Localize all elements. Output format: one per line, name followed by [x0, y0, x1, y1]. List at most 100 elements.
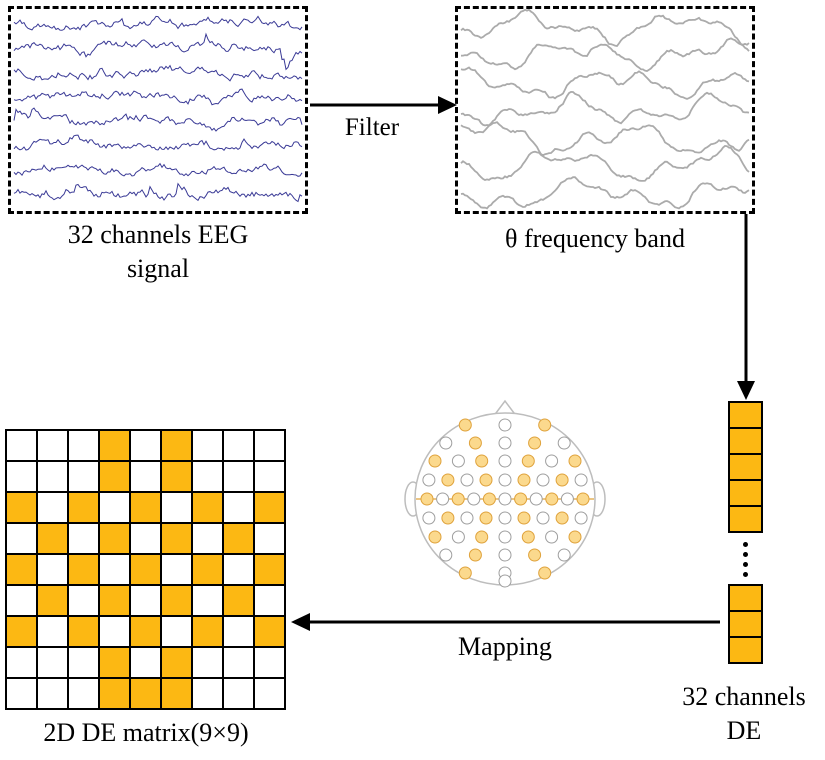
electrode — [422, 473, 436, 487]
theta-channel-trace — [460, 66, 750, 100]
matrix-cell-empty — [223, 461, 254, 492]
eeg-box-label-line2: signal — [126, 253, 190, 283]
matrix-cell-empty — [130, 585, 161, 616]
electrode — [439, 548, 453, 562]
matrix-cell-empty — [254, 461, 285, 492]
eeg-channel-trace — [13, 182, 303, 203]
electrode — [498, 454, 512, 468]
electrode — [498, 574, 512, 588]
matrix-cell-empty — [192, 585, 223, 616]
matrix-cell-empty — [223, 616, 254, 647]
electrode — [441, 473, 455, 487]
electrode — [517, 511, 531, 525]
matrix-cell-filled — [68, 554, 99, 585]
theta-channel-trace — [460, 90, 750, 127]
matrix-cell-filled — [130, 678, 161, 709]
electrode — [576, 492, 590, 506]
matrix-cell-empty — [254, 647, 285, 678]
matrix-cell-filled — [130, 492, 161, 523]
electrode — [420, 492, 434, 506]
electrode — [428, 530, 442, 544]
matrix-cell-empty — [192, 647, 223, 678]
matrix-cell-empty — [254, 430, 285, 461]
matrix-cell-filled — [192, 554, 223, 585]
matrix-cell-empty — [6, 647, 37, 678]
electrode — [460, 511, 474, 525]
matrix-cell-empty — [6, 430, 37, 461]
electrode — [498, 511, 512, 525]
electrode — [498, 530, 512, 544]
de-vector-label: 32 channels DE — [664, 680, 824, 748]
matrix-cell-empty — [223, 430, 254, 461]
matrix-cell-filled — [161, 678, 192, 709]
electrode — [460, 473, 474, 487]
electrode — [517, 473, 531, 487]
electrode-head-diagram — [388, 395, 622, 604]
electrode — [529, 492, 543, 506]
eeg-channel-trace — [13, 88, 303, 106]
electrode — [498, 492, 512, 506]
electrode — [498, 548, 512, 562]
electrode — [514, 492, 528, 506]
matrix-cell-filled — [130, 616, 161, 647]
matrix-cell-filled — [161, 585, 192, 616]
electrode — [458, 418, 472, 432]
matrix-cell-filled — [130, 554, 161, 585]
theta-box-label: θ frequency band — [505, 224, 685, 253]
electrode — [468, 436, 482, 450]
de-vector-cell — [728, 505, 763, 533]
matrix-cell-filled — [99, 585, 130, 616]
de-vector-cell — [728, 610, 763, 638]
matrix-cell-empty — [6, 585, 37, 616]
matrix-cell-filled — [68, 492, 99, 523]
matrix-cell-empty — [99, 492, 130, 523]
electrode — [536, 473, 550, 487]
matrix-cell-filled — [37, 585, 68, 616]
de-label-line2: DE — [726, 715, 762, 745]
electrode — [545, 492, 559, 506]
matrix-cell-empty — [68, 461, 99, 492]
electrode — [545, 530, 559, 544]
matrix-cell-empty — [37, 492, 68, 523]
vertical-ellipsis — [728, 533, 763, 586]
head-svg — [404, 399, 606, 588]
matrix-cell-empty — [68, 430, 99, 461]
matrix-cell-empty — [68, 678, 99, 709]
matrix-cell-empty — [6, 678, 37, 709]
de-vector-cell — [728, 427, 763, 455]
electrode — [475, 454, 489, 468]
matrix-cell-filled — [223, 523, 254, 554]
electrode — [528, 548, 542, 562]
matrix-cell-empty — [37, 554, 68, 585]
electrode — [441, 511, 455, 525]
matrix-cell-filled — [6, 554, 37, 585]
matrix-cell-filled — [192, 492, 223, 523]
theta-channel-trace — [460, 176, 750, 210]
matrix-cell-empty — [161, 554, 192, 585]
eeg-channel-trace — [13, 107, 303, 132]
electrode — [439, 436, 453, 450]
de-vector — [728, 401, 763, 664]
mapping-label: Mapping — [458, 632, 552, 661]
de-vector-cell — [728, 453, 763, 481]
matrix-cell-empty — [6, 461, 37, 492]
matrix-cell-filled — [254, 616, 285, 647]
eeg-waveforms — [13, 15, 303, 203]
matrix-cell-empty — [6, 523, 37, 554]
eeg-signal-box — [8, 6, 308, 214]
matrix-cell-empty — [99, 554, 130, 585]
matrix-cell-empty — [37, 430, 68, 461]
matrix-cell-empty — [223, 678, 254, 709]
matrix-cell-empty — [223, 492, 254, 523]
electrode — [479, 511, 493, 525]
electrode — [498, 418, 512, 432]
matrix-cell-empty — [192, 678, 223, 709]
matrix-cell-empty — [223, 647, 254, 678]
matrix-cell-empty — [68, 523, 99, 554]
matrix-cell-filled — [99, 523, 130, 554]
electrode — [436, 492, 450, 506]
matrix-cell-empty — [223, 554, 254, 585]
matrix-cell-filled — [99, 430, 130, 461]
electrode — [458, 566, 472, 580]
